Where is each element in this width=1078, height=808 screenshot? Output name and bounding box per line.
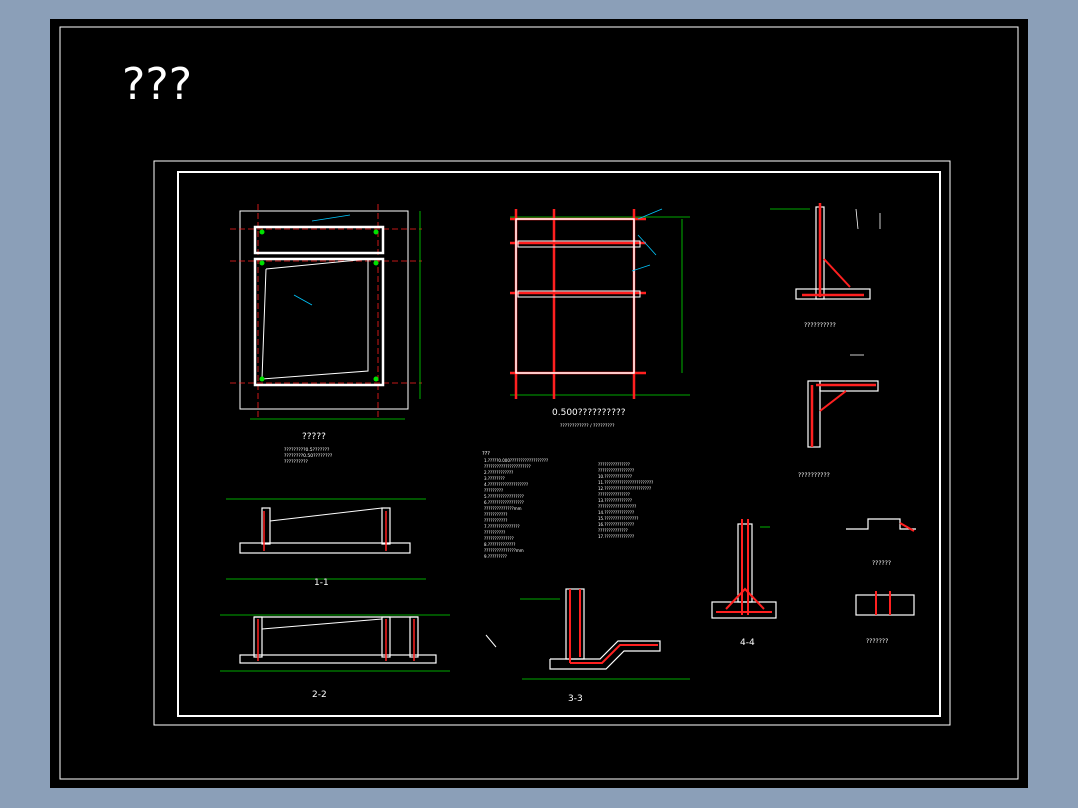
notes-left-1: 1.?????0.000?????????????????? <box>484 458 548 463</box>
detail-small-b <box>855 591 915 616</box>
section-2-2 <box>220 614 450 672</box>
notes-left-3: 2.???????????? <box>484 470 513 475</box>
section-4-4-label: 4-4 <box>740 638 755 648</box>
notes-left-17: 9.????????? <box>484 554 507 559</box>
notes-right-1: ??????????????? <box>598 462 630 467</box>
notes-heading: ??? <box>482 451 490 457</box>
general-notes: ??? 1.?????0.000?????????????????? ?????… <box>482 451 653 559</box>
notes-left-6: ????????? <box>484 488 503 493</box>
notes-right-9: 14.?????????????? <box>598 510 634 515</box>
detail-wall-top <box>770 203 881 300</box>
notes-right-2: ????????????????? <box>598 468 634 473</box>
section-1-1 <box>226 498 426 580</box>
notes-right-6: ??????????????? <box>598 492 630 497</box>
detail-small-b-title: ??????? <box>866 638 888 645</box>
notes-right-10: 15.???????????????? <box>598 516 638 521</box>
notes-left-14: ?????????????? <box>484 536 514 541</box>
section-3-3-label: 3-3 <box>568 694 583 704</box>
detail-wall-top-title: ?????????? <box>804 322 836 329</box>
notes-right-3: 10.????????????? <box>598 474 632 479</box>
plan-note-2: ????????0.50???????? <box>284 453 333 459</box>
notes-left-4: 3.???????? <box>484 476 505 481</box>
notes-right-8: ?????????????????? <box>598 504 636 509</box>
notes-right-4: 11.??????????????????????? <box>598 480 653 485</box>
notes-left-7: 5.????????????????? <box>484 494 524 499</box>
notes-left-12: 7.??????????????? <box>484 524 520 529</box>
plan-note-1: ?????????0.5??????? <box>284 447 330 453</box>
notes-left-11: ??????????? <box>484 518 507 523</box>
notes-right-13: 17.?????????????? <box>598 534 634 539</box>
beam-plan-view <box>510 208 690 399</box>
sheet-border-outer <box>153 160 951 726</box>
detail-corner-title: ?????????? <box>798 472 830 479</box>
beam-plan-note: ???????????? / ????????? <box>560 423 615 429</box>
notes-left-2: ?????????????????????? <box>484 464 531 469</box>
cad-drawing: ??? ????? ?????????0.5??????? ????????0.… <box>59 26 1019 780</box>
notes-right-11: 16.?????????????? <box>598 522 634 527</box>
notes-left-9: ??????????????mm <box>484 506 522 511</box>
outer-frame <box>59 26 1019 780</box>
notes-left-5: 4.??????????????????? <box>484 482 528 487</box>
notes-right-12: ?????????????? <box>598 528 628 533</box>
notes-right-7: 13.????????????? <box>598 498 632 503</box>
cad-drawing-canvas[interactable]: ??? ????? ?????????0.5??????? ????????0.… <box>50 19 1028 788</box>
detail-corner <box>807 354 879 448</box>
plan-view <box>230 204 422 420</box>
notes-left-16: ???????????????mm <box>484 548 524 553</box>
plan-title: ????? <box>302 432 326 442</box>
notes-left-10: ??????????? <box>484 512 507 517</box>
detail-small-a <box>846 518 916 532</box>
detail-small-a-title: ?????? <box>872 560 891 567</box>
sheet-border-inner <box>177 171 941 717</box>
beam-plan-title: 0.500?????????? <box>552 408 626 418</box>
plan-note-3: ?????????? <box>284 459 308 465</box>
notes-right-5: 12.?????????????????????? <box>598 486 651 491</box>
notes-left-8: 6.????????????????? <box>484 500 524 505</box>
section-1-1-label: 1-1 <box>314 578 329 588</box>
notes-left-13: ?????????? <box>484 530 505 535</box>
main-title: ??? <box>122 59 192 110</box>
notes-left-15: 8.????????????? <box>484 542 515 547</box>
section-3-3 <box>485 588 690 680</box>
section-4-4 <box>711 519 777 619</box>
section-2-2-label: 2-2 <box>312 690 327 700</box>
